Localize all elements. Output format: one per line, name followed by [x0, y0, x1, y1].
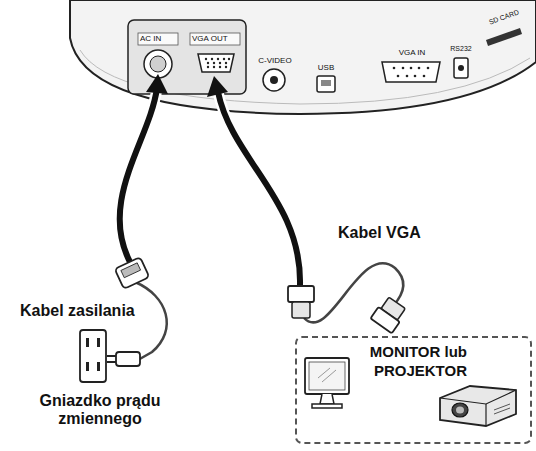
usb-port	[317, 76, 335, 92]
arrow-halo	[120, 88, 157, 262]
wall-outlet	[80, 330, 106, 382]
composite-port	[263, 69, 285, 91]
projector-icon	[440, 386, 516, 426]
camera-body	[70, 0, 536, 114]
vga-pins	[393, 67, 430, 78]
plug-arrow	[120, 88, 157, 262]
plug-arrow	[218, 92, 300, 285]
vga-plug	[370, 295, 407, 333]
monitor-icon	[305, 358, 349, 408]
power-cord	[135, 282, 167, 360]
arrow-head	[207, 76, 228, 97]
vga-plug	[288, 286, 314, 318]
vga-in-port	[382, 62, 440, 82]
wall-plug	[107, 352, 140, 366]
outlet-label: Gniazdko prądu zmiennego	[20, 392, 180, 429]
composite-port	[270, 76, 278, 84]
power-socket	[144, 50, 172, 78]
label-plate	[190, 33, 240, 45]
power-cable	[80, 74, 168, 382]
arrow-halo	[218, 92, 300, 285]
port-label: USB	[314, 63, 338, 72]
power-socket	[150, 56, 166, 72]
body-ports	[263, 28, 522, 92]
panel-recess	[128, 20, 246, 94]
cable-label: Kabel VGA	[338, 224, 438, 242]
rs232-port	[454, 58, 468, 78]
usb-port	[321, 80, 331, 86]
body-shell	[70, 0, 536, 114]
port-label: RS232	[446, 45, 476, 53]
vga-pins	[205, 58, 230, 68]
device-group-box: MONITOR lub PROJEKTOR	[295, 336, 532, 444]
vga-port	[198, 54, 234, 72]
label-plate	[138, 33, 178, 45]
port-label: VGA OUT	[192, 34, 240, 43]
port-label: VGA IN	[388, 48, 436, 57]
cable-label: Kabel zasilania	[20, 302, 160, 320]
rs232-port	[458, 65, 464, 71]
port-label: AC IN	[140, 34, 178, 43]
sd-slot	[486, 28, 522, 46]
iec-connector	[115, 257, 150, 289]
back-panel	[128, 20, 246, 94]
device-label: MONITOR lub PROJEKTOR	[355, 342, 467, 380]
port-label: C-VIDEO	[252, 56, 298, 65]
arrow-head	[146, 74, 168, 94]
vga-cable	[207, 76, 408, 333]
